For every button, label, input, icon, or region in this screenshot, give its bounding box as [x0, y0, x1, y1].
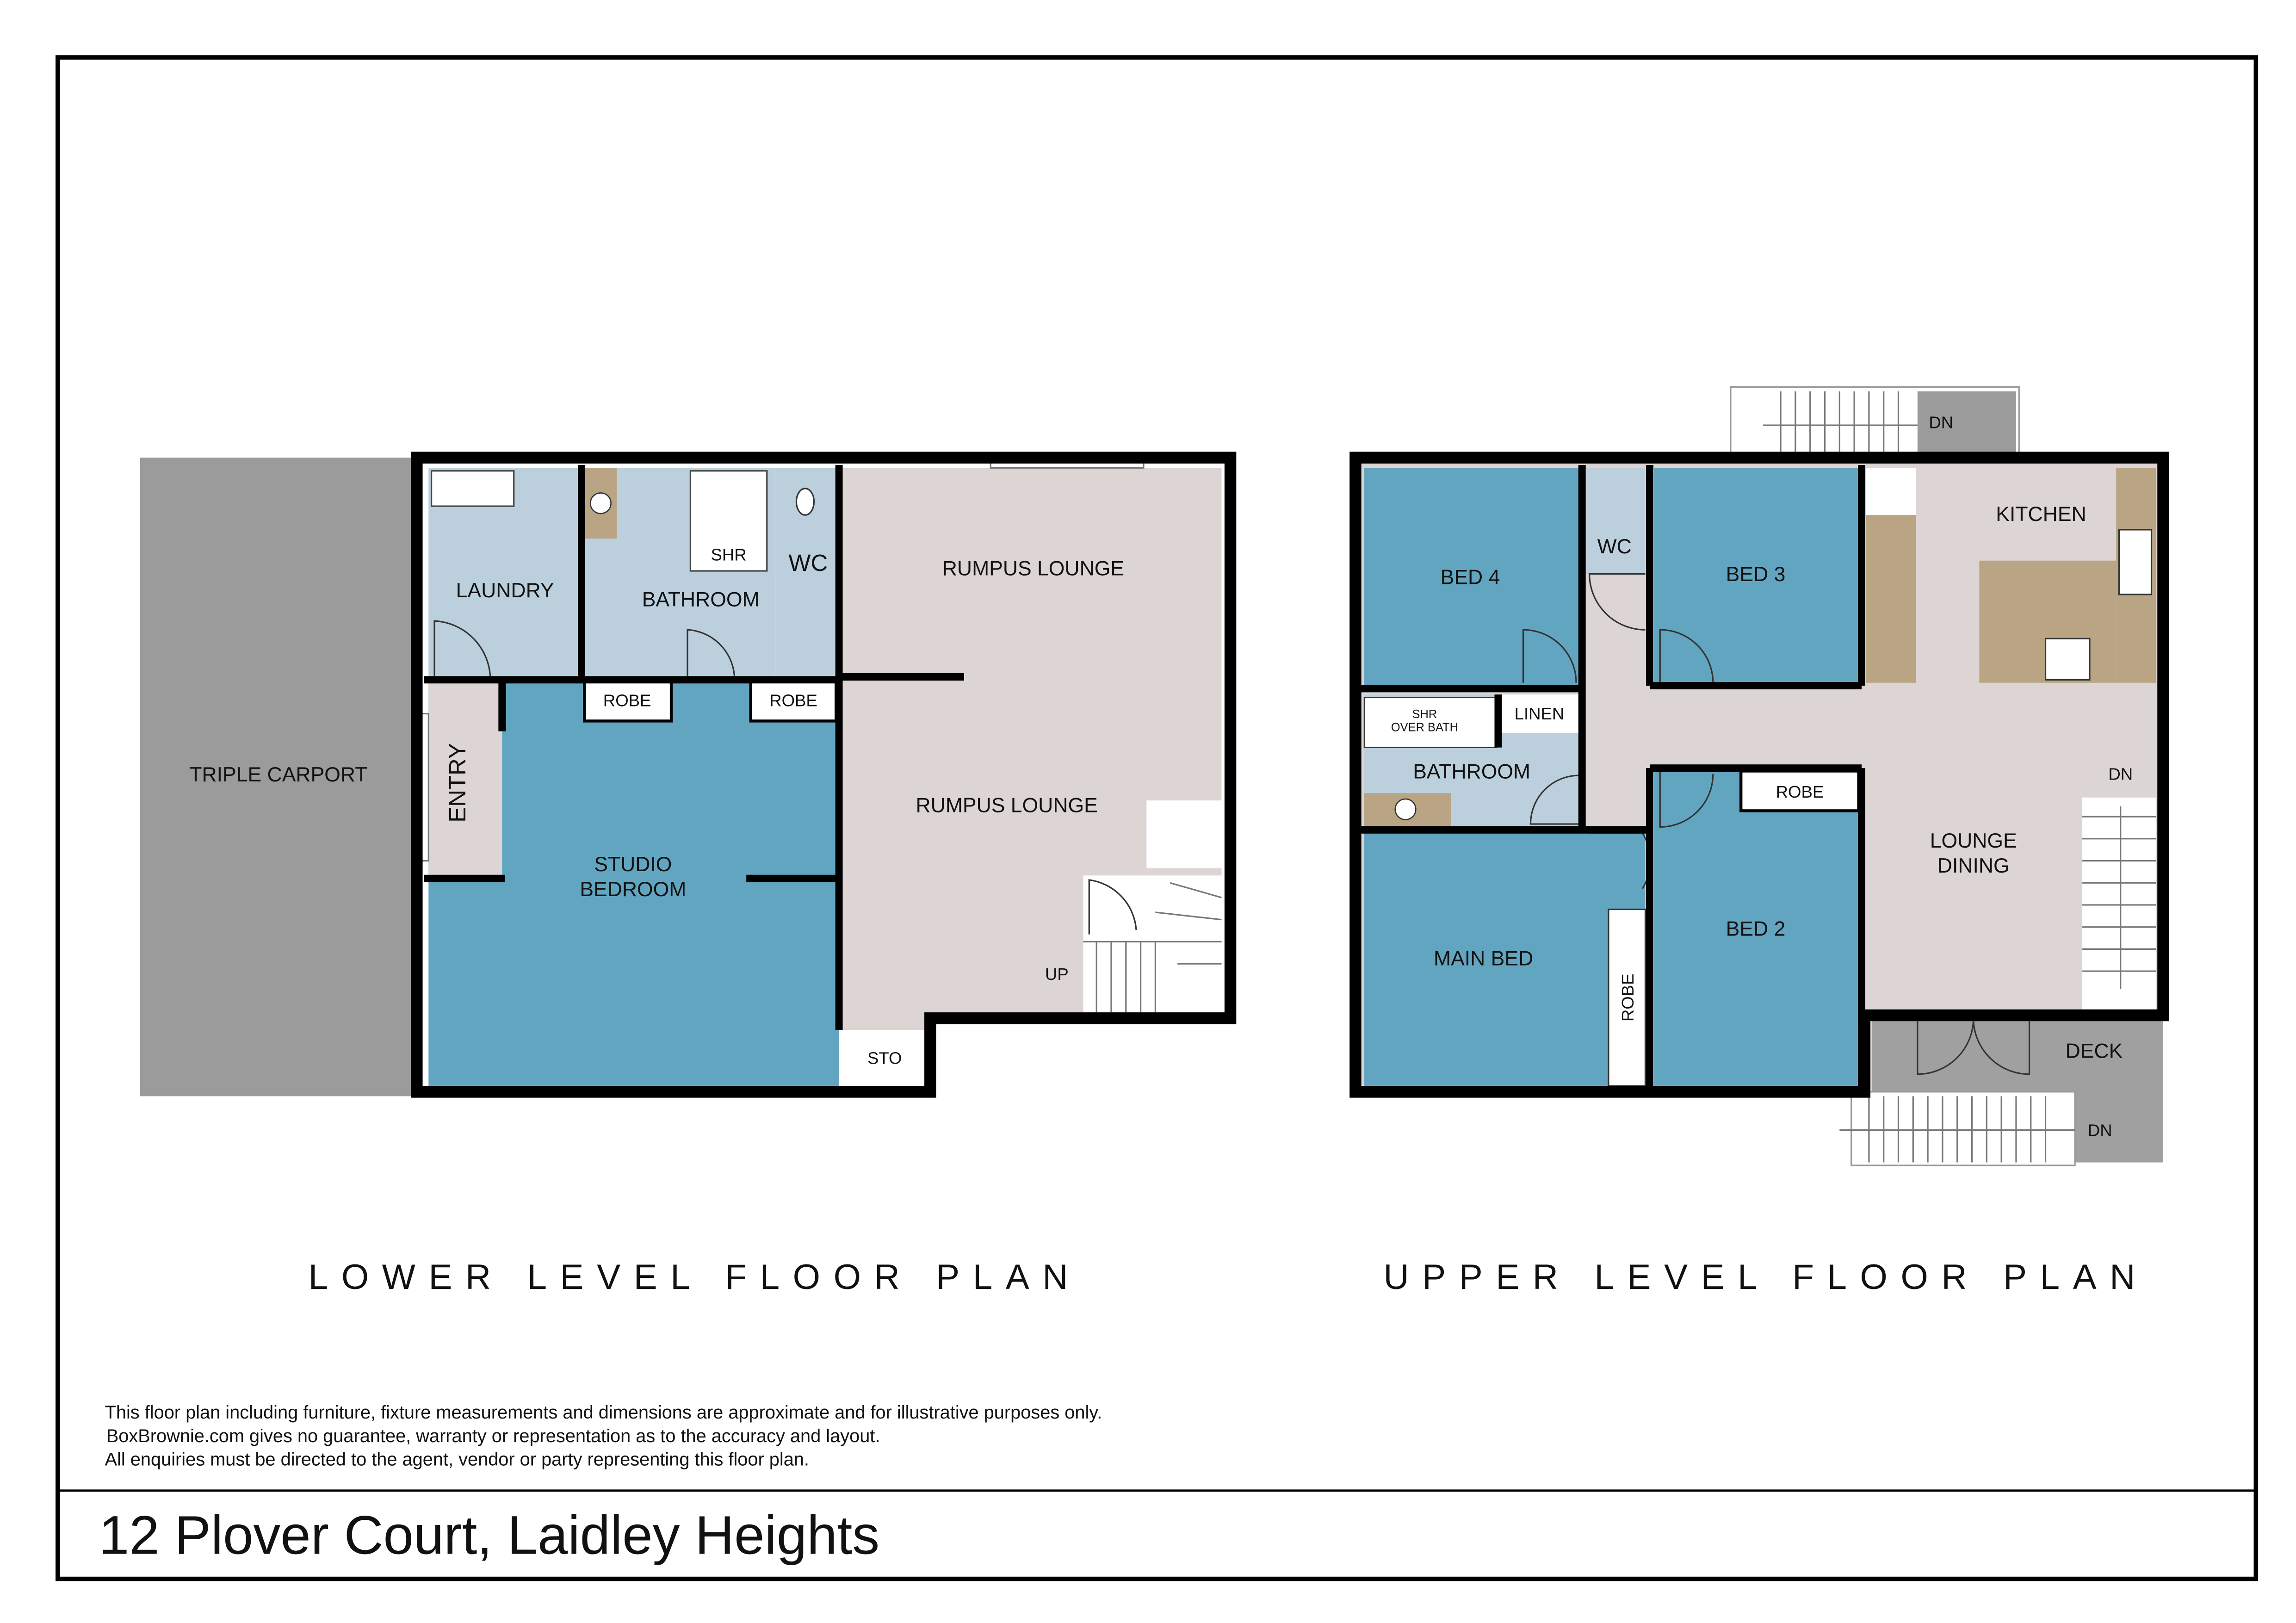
- disclaimer-line: All enquiries must be directed to the ag…: [105, 1450, 809, 1470]
- main-bed-room: [1364, 833, 1646, 1086]
- wc-room: [1586, 468, 1646, 574]
- robe-label: ROBE: [769, 691, 817, 710]
- wc-label: WC: [1597, 535, 1632, 558]
- shower-label: OVER BATH: [1391, 721, 1458, 734]
- storage: [842, 1030, 928, 1086]
- carport-label: TRIPLE CARPORT: [189, 763, 367, 786]
- lower-level-title: LOWER LEVEL FLOOR PLAN: [309, 1258, 1081, 1297]
- robe: [1739, 769, 1860, 812]
- robe: [749, 678, 838, 723]
- down-label: DN: [2108, 765, 2133, 784]
- lower-level-plan: TRIPLE CARPORT LAUNDRY BATHROOM SHR WC R…: [140, 452, 1237, 1098]
- kitchen-label: KITCHEN: [1996, 503, 2086, 526]
- disclaimer-line: BoxBrownie.com gives no guarantee, warra…: [106, 1426, 880, 1446]
- property-address: 12 Plover Court, Laidley Heights: [99, 1505, 879, 1566]
- bathroom-label: BATHROOM: [642, 588, 760, 611]
- bed4-label: BED 4: [1441, 566, 1500, 589]
- laundry-label: LAUNDRY: [456, 579, 554, 602]
- upper-level-title: UPPER LEVEL FLOOR PLAN: [1384, 1258, 2148, 1297]
- bed3-label: BED 3: [1726, 563, 1786, 586]
- wc-label: WC: [788, 550, 828, 576]
- bed2-room: [1654, 771, 1859, 1086]
- deck-label: DECK: [2066, 1040, 2123, 1063]
- robe-label: ROBE: [1776, 782, 1824, 801]
- studio-label: BEDROOM: [580, 878, 686, 901]
- linen-cupboard: [1501, 694, 1579, 733]
- bathroom-label: BATHROOM: [1413, 760, 1530, 783]
- shower-label: SHR: [711, 545, 746, 564]
- robe-label: ROBE: [603, 691, 651, 710]
- carport-area: [140, 458, 417, 1096]
- entry-label: ENTRY: [444, 743, 470, 823]
- main-bed-label: MAIN BED: [1434, 947, 1533, 970]
- rumpus-label: RUMPUS LOUNGE: [916, 794, 1098, 817]
- studio-label: STUDIO: [594, 853, 672, 876]
- bed4-room: [1364, 468, 1579, 686]
- rumpus-label: RUMPUS LOUNGE: [942, 558, 1124, 580]
- entry-room: [428, 680, 502, 876]
- staircase: [1083, 875, 1222, 1013]
- linen-label: LINEN: [1515, 704, 1565, 723]
- staircase: [2082, 797, 2156, 1010]
- sto-label: STO: [867, 1048, 902, 1067]
- robe: [583, 678, 673, 723]
- sheet-frame: [56, 55, 2259, 1581]
- up-label: UP: [1045, 965, 1069, 984]
- down-label: DN: [1929, 413, 1953, 432]
- stair-void: [1146, 800, 1222, 868]
- bed2-label: BED 2: [1726, 918, 1786, 941]
- upper-level-plan: BED 4 WC BED 3 KITCHEN SHR OVER BATH LIN…: [1349, 386, 2169, 1166]
- disclaimer-line: This floor plan including furniture, fix…: [105, 1402, 1102, 1423]
- down-label: DN: [2088, 1121, 2112, 1140]
- robe-label: ROBE: [1618, 974, 1637, 1022]
- shower-label: SHR: [1412, 708, 1437, 721]
- lounge-label: LOUNGE: [1930, 830, 2017, 852]
- dining-label: DINING: [1937, 855, 2010, 877]
- bed3-room: [1654, 468, 1859, 683]
